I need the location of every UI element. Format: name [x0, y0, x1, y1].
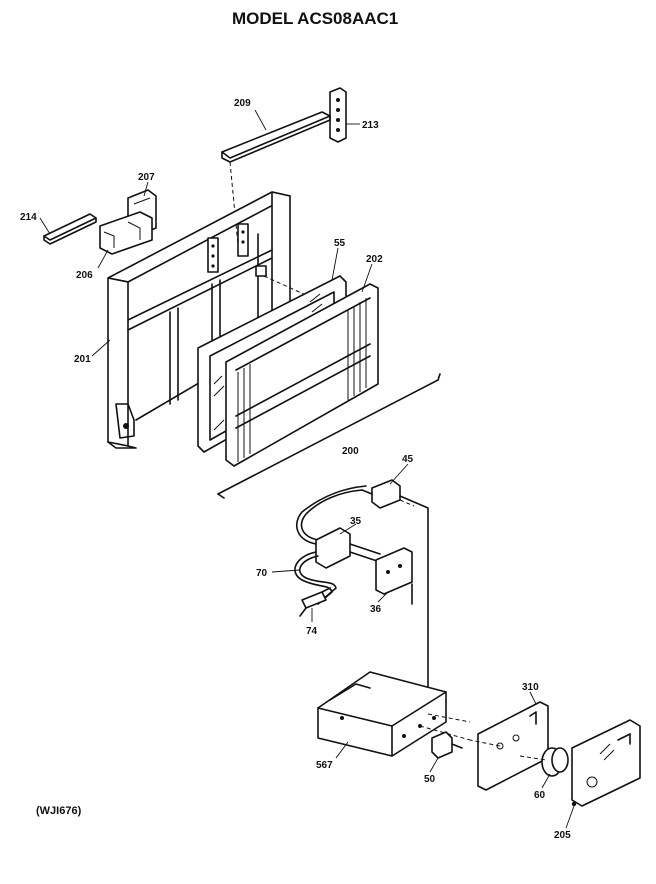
part-202-louver-grille	[225, 283, 379, 467]
part-214-clip	[43, 213, 97, 245]
part-205-front-panel	[571, 719, 641, 807]
label-part-200: 200	[342, 446, 359, 457]
label-part-310: 310	[522, 682, 539, 693]
label-part-205: 205	[554, 830, 571, 841]
label-part-207: 207	[138, 172, 155, 183]
label-part-60: 60	[534, 790, 546, 801]
label-part-202: 202	[366, 254, 383, 265]
label-part-201: 201	[74, 354, 91, 365]
part-74-sensor-holder	[299, 587, 331, 617]
wiring-harness	[295, 485, 367, 545]
part-213-bracket-strip	[329, 87, 347, 143]
part-45-switch	[361, 479, 429, 701]
label-part-36: 36	[370, 604, 382, 615]
label-part-206: 206	[76, 270, 93, 281]
catalog-code: (WJI676)	[36, 805, 82, 817]
part-50-rotary-switch	[431, 731, 463, 759]
assembly-200-bracket	[217, 373, 441, 499]
label-part-567: 567	[316, 760, 333, 771]
label-part-209: 209	[234, 98, 251, 109]
label-part-214: 214	[20, 212, 37, 223]
label-part-213: 213	[362, 120, 379, 131]
label-part-35: 35	[350, 516, 362, 527]
part-60-control-knob	[519, 747, 569, 777]
label-part-70: 70	[256, 568, 268, 579]
part-35-thermostat	[315, 527, 381, 569]
part-36-mounting-bracket	[375, 547, 413, 605]
part-206-bracket	[99, 211, 153, 255]
label-part-74: 74	[306, 626, 318, 637]
part-567-control-box	[317, 671, 471, 757]
label-part-55: 55	[334, 238, 346, 249]
part-209-top-rail	[221, 111, 331, 246]
leader-lines	[39, 109, 575, 829]
label-part-45: 45	[402, 454, 414, 465]
diagram-title: MODEL ACS08AAC1	[232, 9, 398, 28]
label-part-50: 50	[424, 774, 436, 785]
part-310-control-plate	[469, 701, 549, 791]
